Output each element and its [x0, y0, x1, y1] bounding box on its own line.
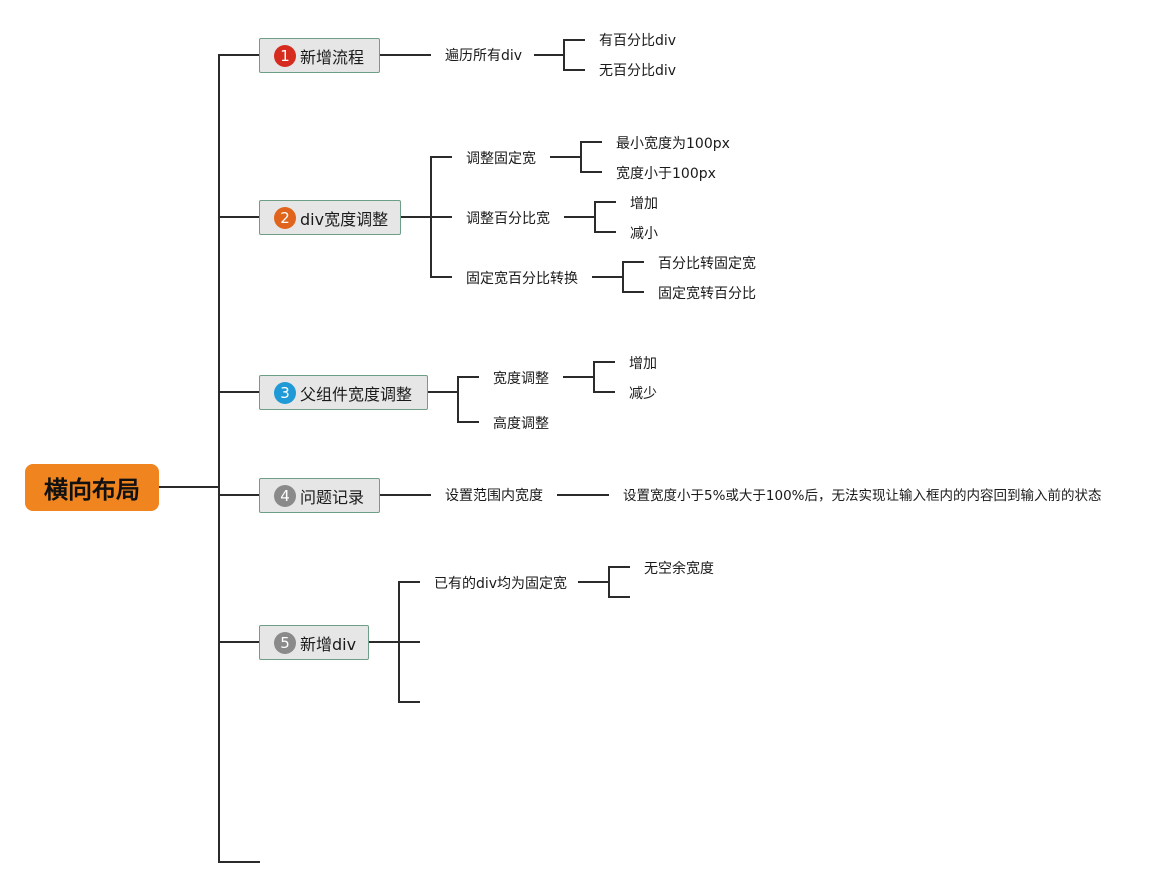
topic-3[interactable]: 3 父组件宽度调整: [259, 375, 428, 410]
leaf-label[interactable]: 宽度小于100px: [616, 166, 716, 182]
subtopic-label[interactable]: 固定宽百分比转换: [466, 271, 578, 287]
leaf-label[interactable]: 无百分比div: [599, 63, 677, 79]
number-4-badge-icon: 4: [274, 484, 296, 507]
subtopic-label[interactable]: 已有的div均为固定宽: [434, 576, 568, 592]
topic-2[interactable]: 2 div宽度调整: [259, 200, 401, 235]
leaf-label[interactable]: 百分比转固定宽: [658, 256, 756, 272]
leaf-label[interactable]: 减小: [630, 226, 658, 242]
number-5-badge-icon: 5: [274, 631, 296, 654]
leaf-label[interactable]: 有百分比div: [599, 33, 677, 49]
number-1-badge-icon: 1: [274, 44, 296, 67]
leaf-label[interactable]: 增加: [629, 356, 657, 372]
subtopic-label[interactable]: 设置范围内宽度: [445, 488, 543, 504]
topic-5[interactable]: 5 新增div: [259, 625, 369, 660]
topic-label: 问题记录: [300, 487, 365, 507]
topic-label: 新增流程: [300, 47, 365, 67]
topic-1[interactable]: 1 新增流程: [259, 38, 380, 73]
root-topic[interactable]: 横向布局: [25, 464, 159, 511]
subtopic-label[interactable]: 高度调整: [493, 416, 549, 432]
leaf-label[interactable]: 设置宽度小于5%或大于100%后，无法实现让输入框内的内容回到输入前的状态: [623, 488, 1102, 504]
number-2-badge-icon: 2: [274, 206, 296, 229]
subtopic-label[interactable]: 遍历所有div: [445, 48, 523, 64]
subtopic-label[interactable]: 宽度调整: [493, 371, 549, 387]
topic-label: 新增div: [300, 634, 357, 654]
leaf-label[interactable]: 最小宽度为100px: [616, 136, 730, 152]
leaf-label[interactable]: 固定宽转百分比: [658, 286, 756, 302]
leaf-label[interactable]: 增加: [630, 196, 658, 212]
subtopic-label[interactable]: 调整百分比宽: [466, 211, 550, 227]
root-topic-label: 横向布局: [44, 476, 140, 504]
number-3-badge-icon: 3: [274, 381, 296, 404]
leaf-label[interactable]: 减少: [629, 386, 657, 402]
topic-4[interactable]: 4 问题记录: [259, 478, 380, 513]
topic-label: 父组件宽度调整: [300, 384, 413, 404]
topic-label: div宽度调整: [300, 209, 389, 229]
leaf-label[interactable]: 无空余宽度: [644, 561, 714, 577]
subtopic-label[interactable]: 调整固定宽: [466, 151, 536, 167]
